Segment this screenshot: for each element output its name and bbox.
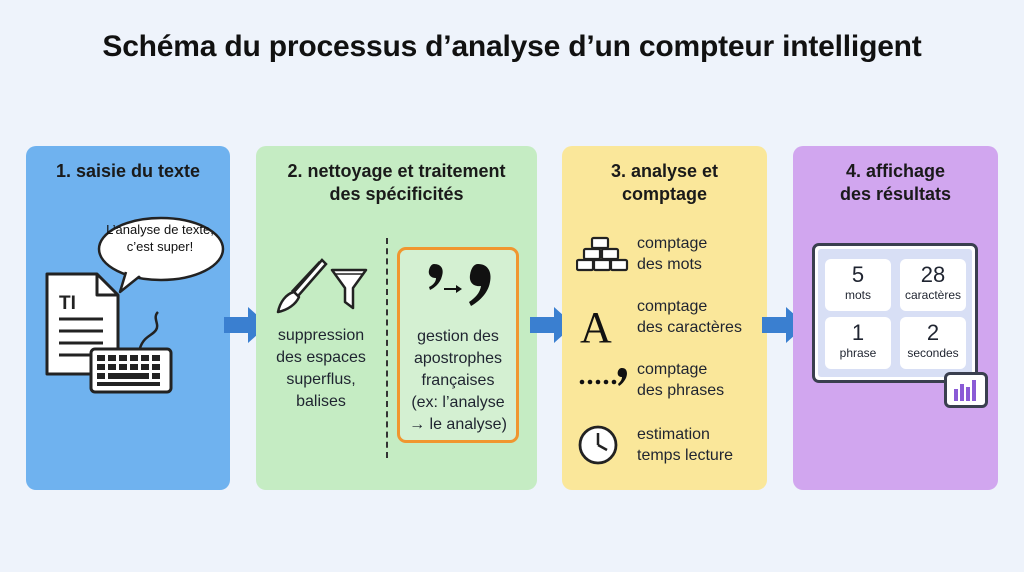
- dots-comma-icon: [579, 368, 627, 386]
- apostrophe-highlight-box: [397, 247, 519, 443]
- doc-icon-text: TI: [59, 293, 76, 314]
- step-1-illustration: TI: [45, 216, 225, 394]
- speech-bubble-icon: [97, 216, 225, 294]
- keyboard-icon: [89, 311, 173, 394]
- bricks-icon: [576, 236, 629, 272]
- cleanup-text: suppression des espaces superflus, balis…: [276, 327, 366, 410]
- apostrophe-text: gestion des apostrophes françaises (ex: …: [409, 328, 507, 433]
- speech-bubble-text: L’analyse de texte, c’est super!: [106, 222, 214, 254]
- step-2-title: 2. nettoyage et traitement des spécifici…: [287, 161, 506, 204]
- brush-icon: [276, 258, 328, 314]
- bar-chart-icon: [944, 372, 988, 408]
- letter-a-icon: A: [580, 303, 612, 352]
- step-1-title: 1. saisie du texte: [55, 161, 201, 181]
- analysis-icons: A: [576, 236, 629, 465]
- step-4-title: 4. affichage des résultats: [839, 161, 952, 204]
- filter-icon: [330, 268, 368, 310]
- cleaning-icons: [276, 258, 368, 314]
- step-3-title: 3. analyse et comptage: [610, 161, 719, 204]
- clock-icon: [578, 425, 618, 465]
- svg-text:A: A: [580, 303, 612, 352]
- divider: [386, 238, 388, 458]
- apostrophe-conversion-icon: [428, 264, 491, 306]
- diagram-title: Schéma du processus d’analyse d’un compt…: [102, 30, 922, 63]
